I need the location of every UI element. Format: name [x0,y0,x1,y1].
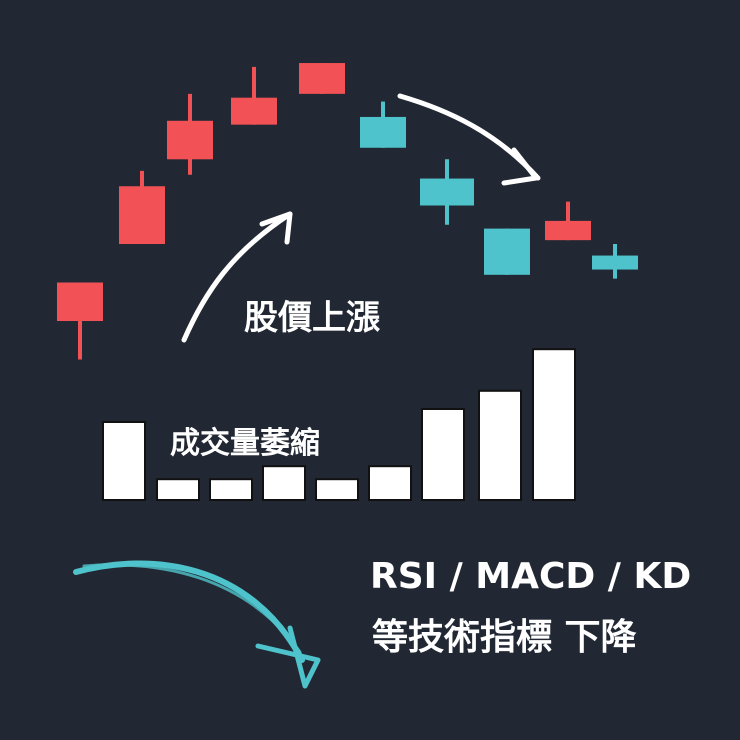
volume-bar [421,408,465,501]
candle-body [592,255,638,270]
candle-body [360,116,406,148]
volume-bar [478,389,522,501]
candle-body [420,178,474,206]
candle [545,201,591,241]
candle [420,159,474,225]
candle-body [231,97,277,125]
candles-group [57,63,638,360]
volume-bar [156,478,200,502]
volume-bars-group [102,348,576,502]
candle-body [167,120,213,160]
candle [231,66,277,125]
candle [167,93,213,175]
candle [360,101,406,148]
volume-bar [368,465,412,502]
price-rise-label: 股價上漲 [244,298,380,338]
indicators-decline-label: 等技術指標 下降 [372,617,637,658]
candle-body [299,63,345,94]
candle-body [119,186,165,244]
curved-up-right-arrow-icon [181,211,293,343]
candle [299,63,345,94]
candle-body [484,228,530,275]
volume-bar [532,348,576,502]
candle [119,170,165,244]
curved-down-arrow-icon [73,560,321,689]
volume-shrink-label: 成交量萎縮 [170,426,320,461]
volume-bar [102,421,146,501]
candle [592,244,638,279]
volume-bar [262,465,306,502]
volume-bar [209,478,253,502]
candle [57,282,103,360]
volume-bar [315,478,359,502]
candle-body [545,220,591,241]
indicators-label: RSI / MACD / KD [370,556,692,597]
curved-down-right-arrow-icon [397,93,541,186]
candle [484,228,530,275]
candle-body [57,282,103,321]
